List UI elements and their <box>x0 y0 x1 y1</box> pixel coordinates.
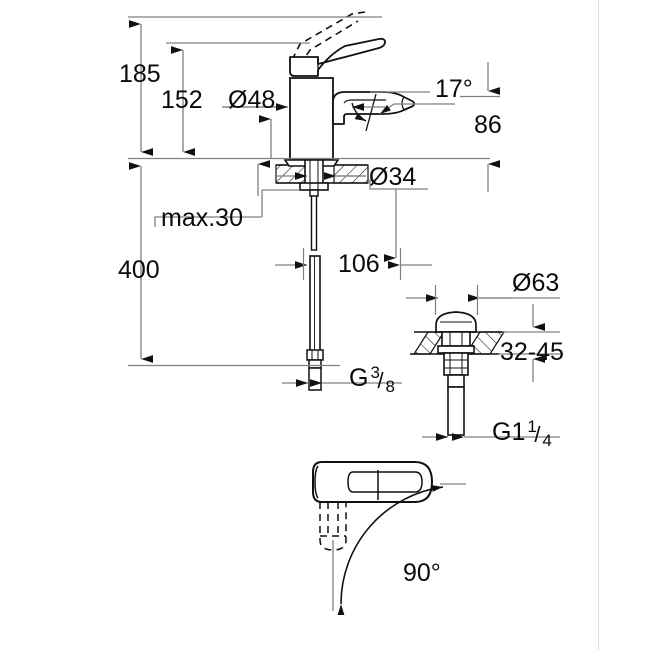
dim-label-90deg: 90° <box>403 559 441 587</box>
shank-thread-lines <box>309 160 319 190</box>
dim-label-106: 106 <box>338 250 380 278</box>
dim-label-dia63: Ø63 <box>512 269 560 297</box>
dim-label-152: 152 <box>161 86 203 114</box>
waste-assembly-detail <box>406 285 560 441</box>
leader-dia48 <box>222 103 288 158</box>
leader-max30 <box>154 160 300 227</box>
dimension-32-45 <box>498 304 560 382</box>
lever-handle-detail <box>317 55 350 76</box>
g38-numerator: 3 <box>370 363 380 382</box>
g114-letter: G1 <box>492 418 526 446</box>
g38-letter: G <box>349 364 369 392</box>
dimension-106 <box>275 248 432 280</box>
dim-label-185: 185 <box>119 60 161 88</box>
g114-numerator: 1 <box>527 417 537 436</box>
dimension-lines-left <box>128 16 490 367</box>
g114-slash: / <box>534 422 541 447</box>
supply-connector-nut <box>306 349 324 369</box>
faucet-spout-inner <box>343 96 405 111</box>
lever-handle <box>289 37 386 77</box>
waste-tailpipe <box>447 386 465 436</box>
dim-label-17deg: 17° <box>435 75 473 103</box>
waste-body-detail <box>444 332 468 375</box>
leader-dia34 <box>277 172 428 262</box>
dim-label-400: 400 <box>118 256 160 284</box>
plan-view-handle <box>312 461 466 616</box>
dimension-86 <box>460 62 500 192</box>
lift-rod <box>309 189 319 251</box>
g114-denominator: 4 <box>542 431 552 450</box>
faucet-front-elevation <box>275 11 416 391</box>
g38-denominator: 8 <box>385 377 395 396</box>
leader-17deg <box>351 91 455 132</box>
dim-label-max30: max.30 <box>161 204 243 232</box>
angle-90-ref-lines <box>332 483 466 611</box>
faucet-shank <box>299 159 329 191</box>
supply-hose <box>309 255 321 365</box>
supply-thread-tail <box>308 367 322 391</box>
angle-90-arc <box>337 485 444 616</box>
faucet-spout <box>332 91 416 125</box>
dim-label-dia34: Ø34 <box>369 163 417 191</box>
dimension-dia63 <box>406 285 560 315</box>
dim-label-dia48: Ø48 <box>228 86 276 114</box>
faucet-body <box>289 77 334 161</box>
g38-slash: / <box>377 368 384 393</box>
dim-label-86: 86 <box>474 111 502 139</box>
plan-handle-outline <box>312 461 433 503</box>
dim-label-32-45: 32-45 <box>500 338 564 366</box>
